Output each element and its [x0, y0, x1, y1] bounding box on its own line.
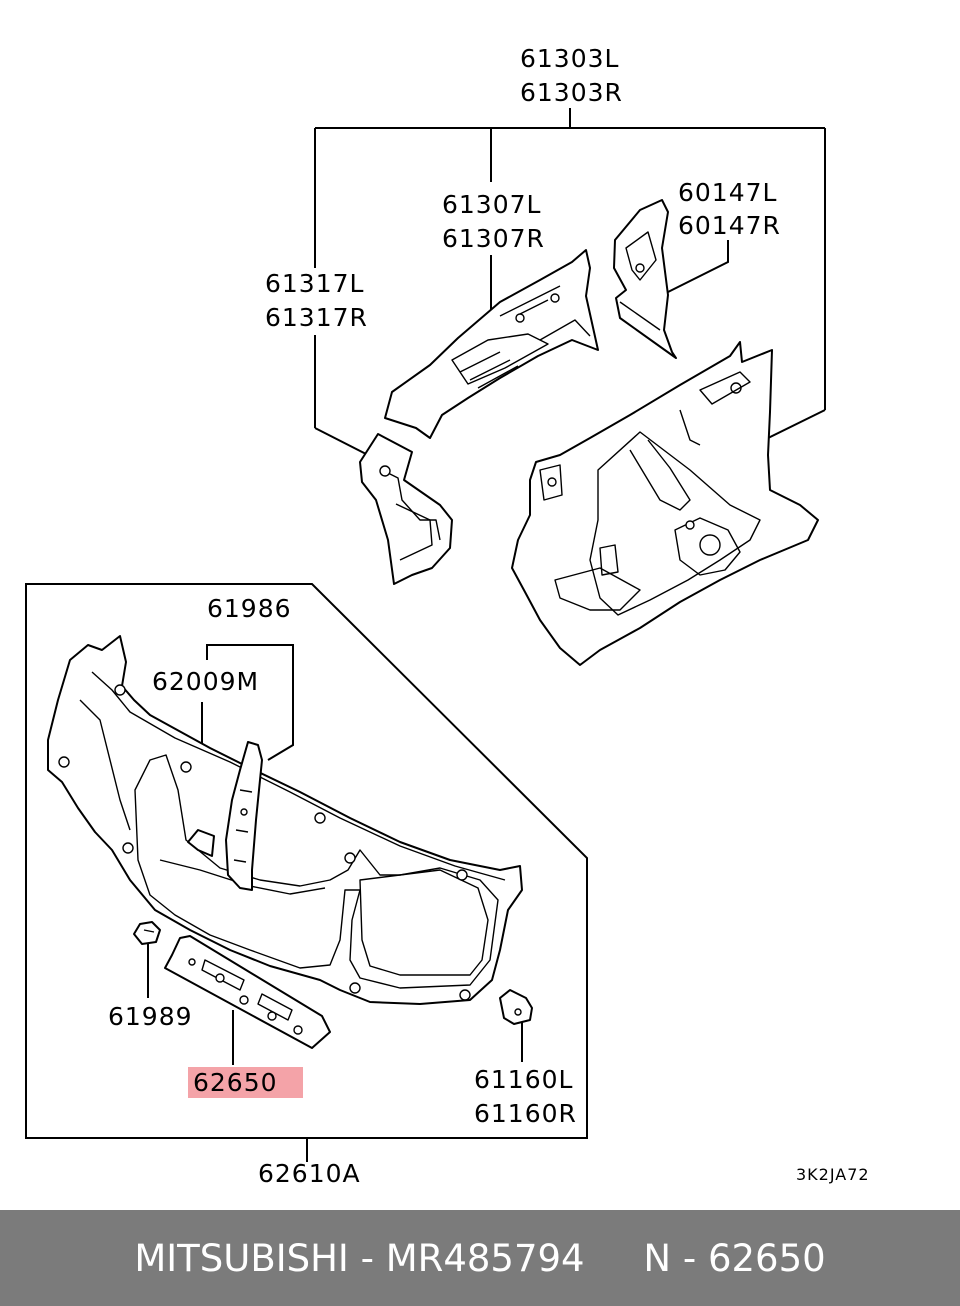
footer-gap — [585, 1237, 644, 1280]
part-61986-hood-latch-stay — [225, 741, 263, 891]
part-61989-bolt — [133, 921, 161, 945]
highlight-62650 — [188, 1067, 303, 1098]
part-60147-bracket — [613, 199, 677, 359]
label-60147L: 60147L — [678, 178, 777, 207]
label-62650: 62650 — [193, 1068, 278, 1097]
label-61989: 61989 — [108, 1002, 193, 1031]
label-61986: 61986 — [207, 594, 292, 623]
label-62009M: 62009M — [152, 667, 259, 696]
label-61317R: 61317R — [265, 303, 368, 332]
label-61307L: 61307L — [442, 190, 541, 219]
part-61303-apron-assembly — [511, 341, 819, 666]
part-61160-clip-bracket — [499, 989, 533, 1025]
label-60147R: 60147R — [678, 211, 781, 240]
part-61307-apron-upper-member — [384, 249, 599, 439]
label-61303L: 61303L — [520, 44, 619, 73]
part-62650-lower-member — [164, 935, 331, 1049]
label-61160R: 61160R — [474, 1099, 577, 1128]
label-61160L: 61160L — [474, 1065, 573, 1094]
part-61317-front-bracket — [359, 433, 453, 585]
label-61303R: 61303R — [520, 78, 623, 107]
label-61307R: 61307R — [442, 224, 545, 253]
part-number: MR485794 — [385, 1236, 585, 1280]
upper-leader-lines — [314, 108, 826, 456]
reference-number: N - 62650 — [643, 1236, 826, 1280]
brand-separator: - — [348, 1236, 386, 1280]
lower-assembly-frame — [25, 583, 588, 1139]
part-info-footer: MITSUBISHI - MR485794 N - 62650 — [0, 1210, 960, 1306]
label-62610A: 62610A — [258, 1159, 361, 1188]
diagram-code: 3K2JA72 — [796, 1165, 870, 1184]
brand-name: MITSUBISHI — [134, 1236, 349, 1280]
part-62009M-bracket — [187, 829, 215, 857]
part-62610A-radiator-support — [47, 635, 523, 1005]
label-61317L: 61317L — [265, 269, 364, 298]
exploded-parts-diagram: 61303L 61303R 61307L 61307R 60147L 60147… — [25, 44, 870, 1188]
